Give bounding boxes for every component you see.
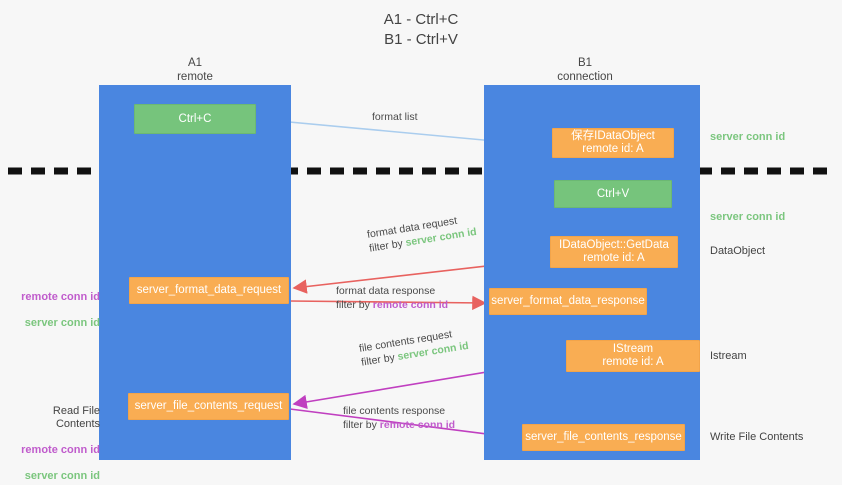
box-idataobject-getdata[interactable]: IDataObject::GetData remote id: A <box>550 236 678 268</box>
arrow-file-contents-response <box>289 408 520 444</box>
label-format-data-response-line1: format data response <box>336 285 436 297</box>
label-filter-prefix: filter by <box>343 419 380 431</box>
note-istream: Istream <box>710 350 747 362</box>
box-server-file-contents-response[interactable]: server_file_contents_response <box>522 424 685 451</box>
box-ctrl-c[interactable]: Ctrl+C <box>134 104 256 134</box>
label-file-contents-response-line1: file contents response <box>343 405 446 417</box>
label-format-data-response: format data response filter by remote co… <box>336 284 448 312</box>
label-filter-value-remote: remote conn id <box>379 419 456 431</box>
box-server-format-data-response[interactable]: server_format_data_response <box>489 288 647 315</box>
arrow-format-data-response <box>288 295 487 311</box>
lane-header-a1: A1 remote <box>177 57 213 83</box>
label-format-list: format list <box>372 111 418 123</box>
note-write-file-contents: Write File Contents <box>710 431 804 443</box>
note-dataobject: DataObject <box>710 245 766 257</box>
label-filter-prefix: filter by <box>336 299 373 311</box>
box-server-format-data-request[interactable]: server_format_data_request <box>129 277 289 304</box>
note-server-conn-id-top: server conn id <box>710 131 786 143</box>
note-server-conn-id-format: server conn id <box>24 317 100 329</box>
note-server-conn-id-file: server conn id <box>24 470 100 482</box>
label-filter-value-remote: remote conn id <box>372 299 449 311</box>
note-remote-conn-id-file: remote conn id <box>21 444 100 456</box>
box-istream[interactable]: IStream remote id: A <box>566 340 700 372</box>
lane-header-b1: B1 connection <box>557 57 613 83</box>
note-remote-conn-id-format: remote conn id <box>21 291 100 303</box>
box-server-file-contents-request[interactable]: server_file_contents_request <box>128 393 289 420</box>
note-server-conn-id-second: server conn id <box>710 211 786 223</box>
note-read-file-contents-group: Read File Contents remote conn id server… <box>8 392 100 483</box>
box-ctrl-v[interactable]: Ctrl+V <box>554 180 672 208</box>
page-title: A1 - Ctrl+C B1 - Ctrl+V <box>383 11 459 48</box>
note-format-conn-ids: remote conn id server conn id <box>8 278 100 330</box>
note-read-file-contents: Read File Contents <box>52 405 100 430</box>
box-save-idataobject[interactable]: 保存IDataObject remote id: A <box>552 128 674 158</box>
label-file-contents-response: file contents response filter by remote … <box>343 404 455 432</box>
